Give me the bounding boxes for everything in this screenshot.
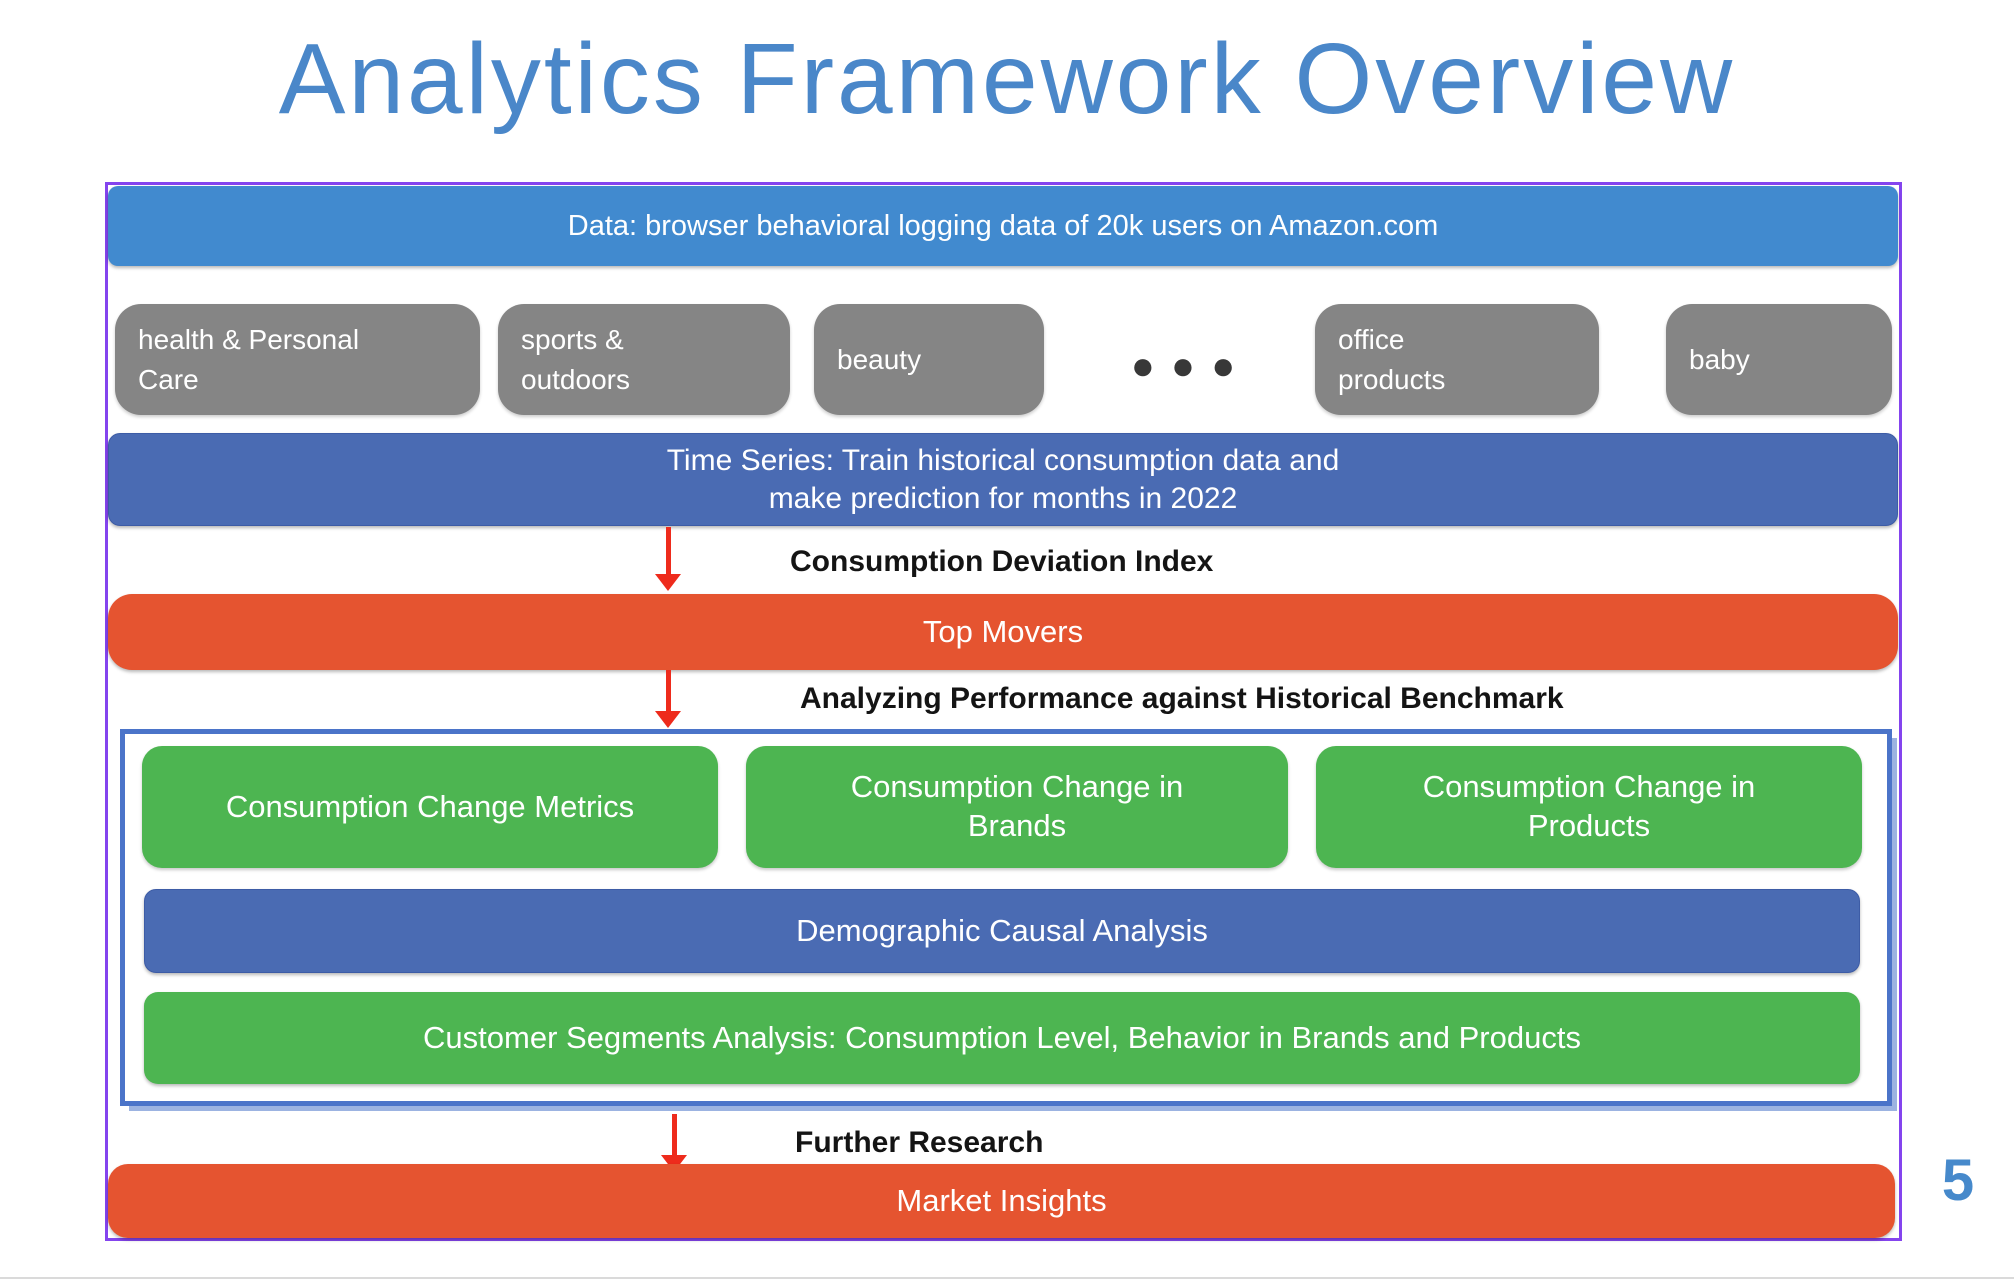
category-label: sports & outdoors [521,324,630,395]
arrow-head-icon [655,574,681,591]
ellipsis-dots-icon: ●●● [1130,343,1252,388]
market-insights-banner-label: Market Insights [896,1183,1107,1218]
market-insights-banner: Market Insights [108,1164,1895,1238]
flow-label-consumption-deviation-index: Consumption Deviation Index [790,545,1214,578]
flow-label-further-research: Further Research [795,1126,1044,1159]
category-box-baby: baby [1666,304,1892,415]
arrow-line [665,670,671,711]
category-box-beauty: beauty [814,304,1044,415]
top-movers-banner: Top Movers [108,594,1898,670]
flow-label-analyzing-performance: Analyzing Performance against Historical… [800,682,1564,715]
demographic-banner-label: Demographic Causal Analysis [796,913,1208,948]
page-title: Analytics Framework Overview [278,23,1736,135]
arrow-line [671,1114,677,1155]
category-label: office products [1338,324,1446,395]
analysis-box-label: Consumption Change Metrics [225,788,635,824]
category-box-office-products: office products [1315,304,1599,415]
page-number: 5 [1941,1148,1975,1213]
category-label: health & Personal Care [138,324,360,395]
category-label: baby [1689,343,1750,375]
data-source-banner-label: Data: browser behavioral logging data of… [567,209,1439,242]
analysis-box-consumption-change-metrics: Consumption Change Metrics [142,746,718,868]
time-series-banner: Time Series: Train historical consumptio… [108,433,1898,526]
flow-arrow-down-2 [653,670,683,728]
diagram-frame [105,182,1902,1241]
slide-bottom-edge [0,1277,2014,1279]
segments-banner-label: Customer Segments Analysis: Consumption … [423,1020,1581,1055]
analysis-box-label: Consumption Change in Products [1422,769,1756,843]
analysis-box-label: Consumption Change in Brands [850,769,1184,843]
category-box-health-personal-care: health & Personal Care [115,304,480,415]
analysis-box-consumption-change-products: Consumption Change in Products [1316,746,1862,868]
customer-segments-analysis-banner: Customer Segments Analysis: Consumption … [144,992,1860,1084]
flow-arrow-down-1 [653,527,683,591]
category-box-sports-outdoors: sports & outdoors [498,304,790,415]
category-label: beauty [837,343,922,375]
analysis-box-consumption-change-brands: Consumption Change in Brands [746,746,1288,868]
time-series-banner-label: Time Series: Train historical consumptio… [666,444,1340,515]
demographic-causal-analysis-banner: Demographic Causal Analysis [144,889,1860,973]
arrow-head-icon [655,711,681,728]
data-source-banner: Data: browser behavioral logging data of… [108,186,1898,266]
top-movers-banner-label: Top Movers [922,614,1084,649]
arrow-line [665,527,671,574]
